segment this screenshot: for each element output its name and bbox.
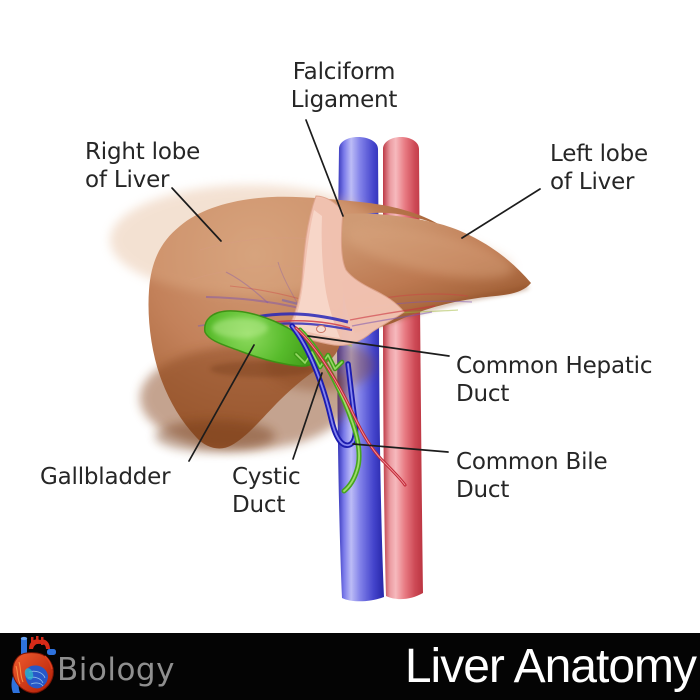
label-line: of Liver <box>85 167 170 193</box>
label-line: Right lobe <box>85 139 201 165</box>
leader-common-hepatic-duct <box>307 335 450 357</box>
label-left-lobe: Left lobe of Liver <box>550 140 648 196</box>
label-line: Left lobe <box>550 141 648 167</box>
leader-left-lobe <box>461 188 541 239</box>
brand-text: Biology <box>57 651 175 688</box>
leader-right-lobe <box>171 187 222 242</box>
label-right-lobe: Right lobe of Liver <box>85 138 200 194</box>
leader-falciform-ligament <box>305 119 344 217</box>
label-line: Ligament <box>290 87 398 113</box>
page-title: Liver Anatomy <box>404 640 697 693</box>
label-falciform-ligament: Falciform Ligament <box>259 58 429 114</box>
label-line: Duct <box>456 381 510 407</box>
label-cystic-duct: Cystic Duct <box>232 463 301 519</box>
label-line: Cystic <box>232 464 301 490</box>
footer-bar: Biology Liver Anatomy <box>0 633 700 700</box>
label-line: Common Bile <box>456 449 608 475</box>
label-line: Duct <box>456 477 510 503</box>
label-line: of Liver <box>550 169 635 195</box>
label-common-hepatic-duct: Common Hepatic Duct <box>456 352 652 408</box>
leader-cystic-duct <box>292 372 323 460</box>
label-line: Duct <box>232 492 286 518</box>
leader-gallbladder <box>188 344 255 462</box>
cystic-duct-shape <box>293 349 345 372</box>
label-gallbladder: Gallbladder <box>40 463 171 491</box>
falciform-ligament-shape <box>286 195 405 346</box>
label-line: Common Hepatic <box>456 353 653 379</box>
leader-lines <box>171 119 541 462</box>
bile-duct-bundle <box>289 323 407 494</box>
label-common-bile-duct: Common Bile Duct <box>456 448 608 504</box>
leader-common-bile-duct <box>352 443 449 453</box>
anatomical-heart-icon <box>11 636 56 694</box>
label-line: Falciform <box>292 59 396 85</box>
label-line: Gallbladder <box>40 464 171 490</box>
